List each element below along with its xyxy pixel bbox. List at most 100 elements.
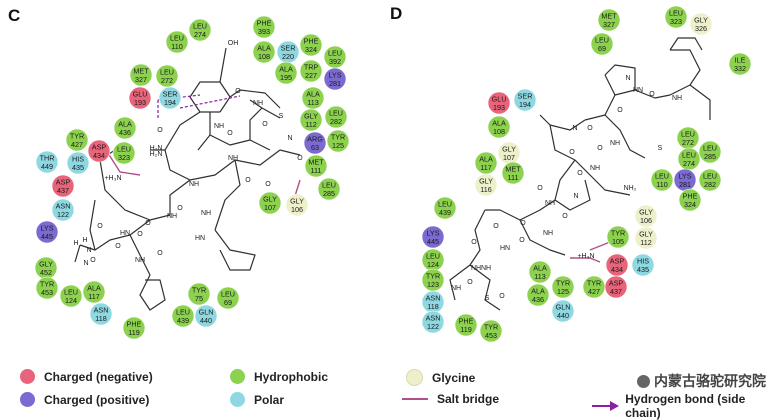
d-atom-label: N <box>573 193 578 200</box>
residue-circle <box>324 105 348 129</box>
residue-name: LEU <box>221 290 235 299</box>
residue-number: 112 <box>640 238 651 247</box>
d-bond <box>539 114 586 131</box>
legend-negative-label: Charged (negative) <box>44 369 153 384</box>
residue-circle <box>304 154 328 178</box>
residue-circle <box>299 33 323 57</box>
residue-name: LYS <box>328 71 341 80</box>
residue-name: TYR <box>556 279 570 288</box>
residue-circle <box>634 226 658 250</box>
d-atom-label: NH <box>590 165 600 172</box>
residue-name: THR <box>40 154 55 163</box>
d-atom-label: O <box>519 237 525 244</box>
legend-item-polar: Polar <box>230 392 284 407</box>
residue-number: 124 <box>65 296 77 305</box>
residue-number: 194 <box>519 100 531 109</box>
residue-number: 427 <box>71 140 83 149</box>
residue-circle <box>66 151 90 175</box>
legend-item-negative: Charged (negative) <box>20 369 153 384</box>
watermark-text: 内蒙古骆驼研究院 <box>654 373 766 389</box>
c-atom-label: NH <box>214 123 224 130</box>
c-bond <box>150 111 201 151</box>
residue-circle <box>165 30 189 54</box>
legend-item-glycine: Glycine <box>406 369 475 386</box>
residue-circle <box>728 52 752 76</box>
residue-name: GLY <box>694 16 708 25</box>
legend-glycine-swatch <box>406 369 423 386</box>
residue-number: 122 <box>57 210 69 219</box>
c-atom-label: H₂N <box>150 145 163 152</box>
residue-number: 111 <box>311 166 322 175</box>
c-atom-label: O <box>157 250 163 257</box>
interaction-diagram-d: HNONHONONONHOONHNH₂ONHOSNONHOHNOONHONHO+… <box>421 5 752 343</box>
residue-number: 285 <box>323 189 335 198</box>
residue-number: 108 <box>258 52 270 61</box>
residue-number: 427 <box>588 287 600 296</box>
d-bond <box>669 37 703 51</box>
residue-number: 436 <box>119 128 131 137</box>
residue-name: MET <box>601 12 617 21</box>
residue-circle <box>299 108 323 132</box>
residue-number: 272 <box>682 138 694 147</box>
wechat-icon <box>637 374 650 388</box>
residue-circle <box>604 275 628 299</box>
residue-name: TYR <box>587 279 601 288</box>
c-bond <box>99 159 151 221</box>
residue-name: PHE <box>304 37 319 46</box>
residue-circle <box>678 188 702 212</box>
residue-name: GLU <box>492 95 507 104</box>
residue-circle <box>51 174 75 198</box>
d-atom-label: HN <box>500 245 510 252</box>
d-bond <box>669 49 701 96</box>
residue-circle <box>513 88 537 112</box>
c-atom-label: NH <box>228 155 238 162</box>
residue-name: LEU <box>669 9 683 18</box>
residue-name: LEU <box>329 109 343 118</box>
c-bond <box>214 159 241 231</box>
residue-circle <box>597 8 621 32</box>
residue-number: 445 <box>41 232 53 241</box>
residue-circle <box>171 304 195 328</box>
legend: Charged (negative) Charged (positive) Hy… <box>0 355 780 420</box>
c-atom-labels: OHONHH₂NONHNHOOOH₂NONHONHOHNONNHOHNOSOHN… <box>73 40 303 267</box>
residue-name: PHE <box>257 19 272 28</box>
residue-circle <box>590 32 614 56</box>
d-atom-label: O <box>537 185 543 192</box>
c-atom-label: H <box>73 240 78 247</box>
c-bond <box>149 179 191 221</box>
d-atom-label: O <box>499 293 505 300</box>
c-ligand-bonds <box>74 47 301 311</box>
residue-number: 69 <box>224 298 232 307</box>
residue-circle <box>35 220 59 244</box>
residue-number: 227 <box>305 71 317 80</box>
residue-name: MET <box>133 67 149 76</box>
residue-name: ALA <box>279 65 293 74</box>
c-bond <box>129 234 166 311</box>
residue-circle <box>698 168 722 192</box>
residue-circle <box>664 5 688 29</box>
residue-name: TYR <box>611 229 625 238</box>
d-atom-label: NH <box>471 265 481 272</box>
d-atom-label: NH <box>610 140 620 147</box>
residue-number: 63 <box>311 143 319 152</box>
d-atom-label: NH <box>543 230 553 237</box>
d-bond <box>689 84 711 120</box>
residue-number: 323 <box>670 17 682 26</box>
